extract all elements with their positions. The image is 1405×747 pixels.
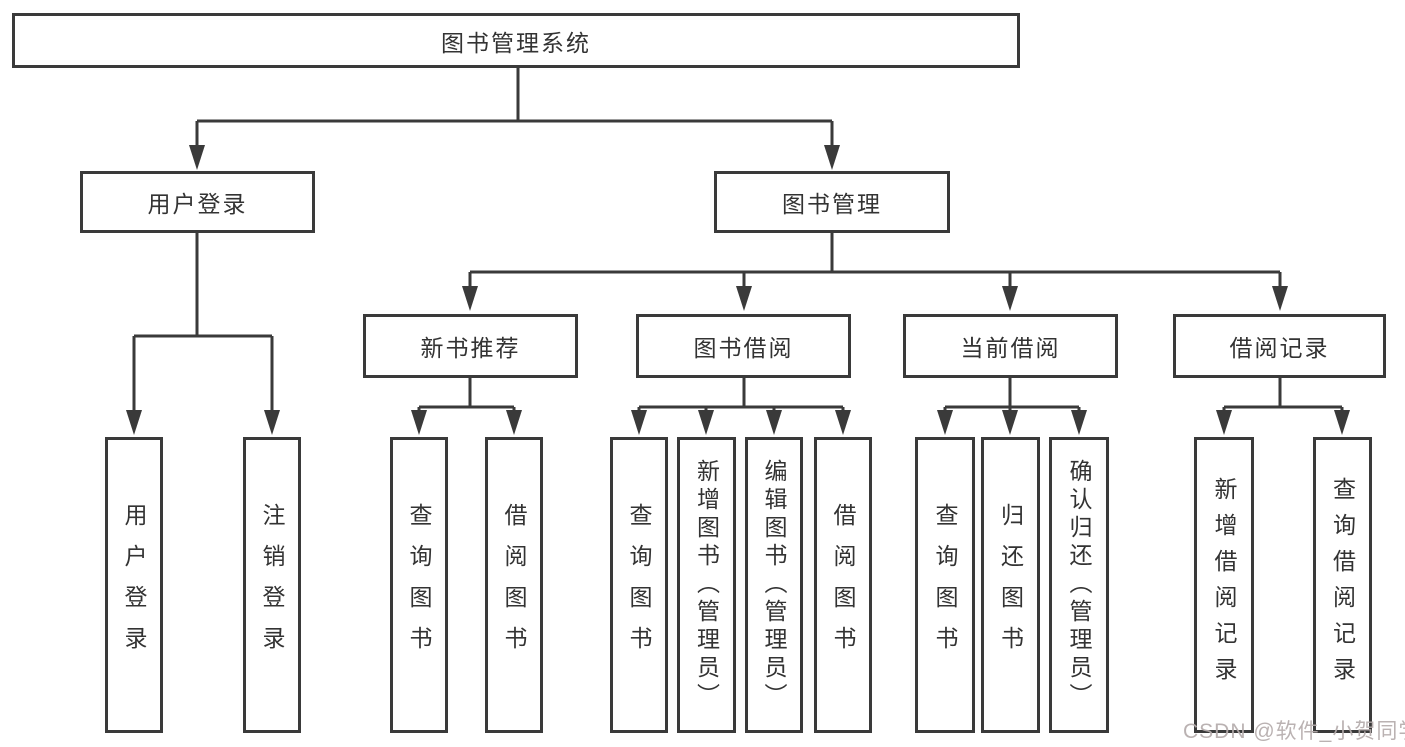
node-label: 用户登录 bbox=[147, 191, 248, 217]
leaf-logout: 注销登录 bbox=[243, 437, 301, 733]
node-label: 借阅图书 bbox=[830, 503, 856, 667]
node-label: 图书管理 bbox=[782, 191, 882, 217]
arrowheads bbox=[126, 145, 1350, 435]
leaf-recommend-query-books: 查询图书 bbox=[390, 437, 448, 733]
node-label: 借阅图书 bbox=[501, 503, 527, 667]
node-label: 归还图书 bbox=[997, 503, 1024, 667]
leaf-borrow-query-books: 查询图书 bbox=[610, 437, 668, 733]
node-label: 编辑图书（管理员） bbox=[761, 459, 787, 711]
node-label: 图书管理系统 bbox=[441, 29, 591, 56]
node-borrow-records: 借阅记录 bbox=[1173, 314, 1386, 378]
node-label: 确认归还（管理员） bbox=[1066, 459, 1092, 711]
node-label: 借阅记录 bbox=[1229, 335, 1330, 361]
node-label: 新增借阅记录 bbox=[1211, 477, 1237, 693]
node-label: 图书借阅 bbox=[693, 335, 794, 361]
node-label: 用户登录 bbox=[121, 503, 147, 667]
node-label: 查询图书 bbox=[626, 503, 652, 667]
node-label: 查询图书 bbox=[406, 503, 432, 667]
leaf-recommend-borrow-books: 借阅图书 bbox=[485, 437, 543, 733]
node-label: 新书推荐 bbox=[420, 335, 521, 361]
node-label: 注销登录 bbox=[259, 503, 285, 667]
node-new-book-recommend: 新书推荐 bbox=[363, 314, 578, 378]
leaf-query-borrow-record: 查询借阅记录 bbox=[1313, 437, 1372, 733]
node-label: 查询借阅记录 bbox=[1329, 477, 1356, 693]
leaf-confirm-return-admin: 确认归还（管理员） bbox=[1049, 437, 1109, 733]
leaf-user-login: 用户登录 bbox=[105, 437, 163, 733]
node-root-library-system: 图书管理系统 bbox=[12, 13, 1020, 68]
node-book-management: 图书管理 bbox=[714, 171, 950, 233]
leaf-borrow-book: 借阅图书 bbox=[814, 437, 872, 733]
node-label: 查询图书 bbox=[932, 503, 958, 667]
node-user-login: 用户登录 bbox=[80, 171, 315, 233]
leaf-current-query-books: 查询图书 bbox=[915, 437, 975, 733]
csdn-watermark: CSDN @软件_小贺同学 bbox=[1183, 720, 1405, 743]
node-label: 当前借阅 bbox=[960, 335, 1061, 361]
leaf-return-book: 归还图书 bbox=[981, 437, 1040, 733]
leaf-edit-book-admin: 编辑图书（管理员） bbox=[745, 437, 803, 733]
node-label: 新增图书（管理员） bbox=[693, 459, 720, 711]
leaf-add-book-admin: 新增图书（管理员） bbox=[677, 437, 736, 733]
leaf-add-borrow-record: 新增借阅记录 bbox=[1194, 437, 1254, 733]
node-book-borrowing: 图书借阅 bbox=[636, 314, 851, 378]
node-current-borrowing: 当前借阅 bbox=[903, 314, 1118, 378]
